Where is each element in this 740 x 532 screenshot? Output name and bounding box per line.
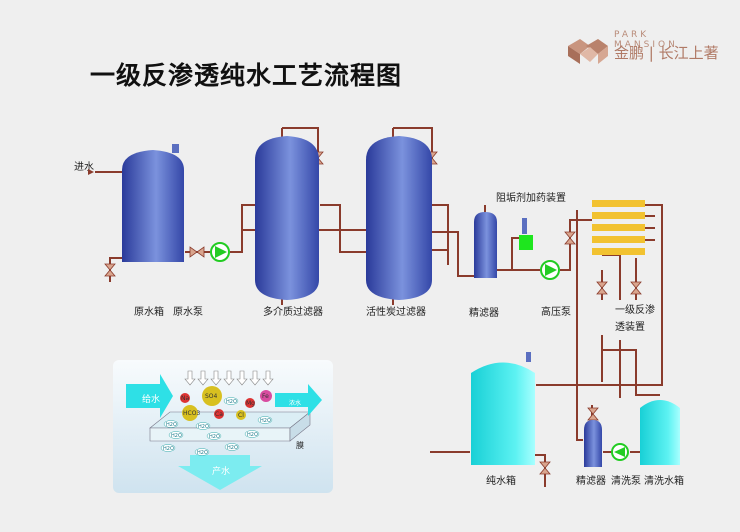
raw-water-tank bbox=[122, 144, 184, 262]
ion-h2o bbox=[257, 416, 273, 424]
ion-h2o bbox=[168, 431, 184, 439]
antiscalant-label: 阻垢剂加药装置 bbox=[496, 191, 566, 204]
ion-so4 bbox=[202, 386, 222, 406]
multimedia-filter-label: 多介质过滤器 bbox=[263, 305, 323, 318]
logo: PARK MANSION 金鹏 | 长江上著 bbox=[566, 30, 719, 70]
activated-carbon-filter bbox=[366, 136, 432, 300]
ro-principle-inset: 给水 浓水 膜 产水 Na SO4 Mg Fe HCO3 Ca Cl H2O H… bbox=[113, 360, 333, 493]
concentrate-label: 浓水 bbox=[289, 399, 301, 407]
ion-na-label: Na bbox=[181, 395, 189, 402]
valve-icon bbox=[630, 287, 642, 295]
logo-english: PARK MANSION bbox=[614, 30, 678, 50]
pure-tank-label: 纯水箱 bbox=[486, 474, 516, 487]
valve-icon bbox=[587, 413, 599, 421]
ion-hco3 bbox=[182, 405, 198, 421]
logo-chinese: 金鹏 | 长江上著 bbox=[614, 44, 719, 62]
precision-filter bbox=[474, 205, 497, 278]
valve-icon bbox=[596, 287, 608, 295]
feed-label: 给水 bbox=[142, 393, 160, 405]
page-title: 一级反渗透纯水工艺流程图 bbox=[90, 61, 403, 90]
ion-hco3-label: HCO3 bbox=[183, 410, 200, 417]
membrane-vessel bbox=[592, 224, 645, 231]
ion-ca-label: Ca bbox=[215, 411, 223, 418]
ion-fe-label: Fe bbox=[262, 393, 269, 400]
pipes bbox=[95, 127, 663, 487]
valve-icon bbox=[539, 461, 551, 469]
water-molecules: H2O H2O H2O H2O H2O H2O H2O H2O H2O H2O bbox=[160, 397, 273, 456]
product-label: 产水 bbox=[212, 465, 230, 477]
pump-icon bbox=[545, 264, 557, 276]
cleaning-water-tank bbox=[640, 400, 680, 465]
ion-h2o-label: H2O bbox=[209, 434, 220, 440]
valve-icon bbox=[104, 263, 116, 271]
ion-h2o bbox=[244, 430, 260, 438]
raw-water-pump[interactable] bbox=[210, 242, 230, 262]
pure-water-tank bbox=[471, 352, 535, 465]
clean-filter-label: 精滤器 bbox=[576, 474, 606, 487]
ion-h2o bbox=[206, 432, 222, 440]
ion-mg bbox=[245, 398, 255, 408]
raw-tank-label: 原水箱 bbox=[134, 305, 164, 318]
valve-icon bbox=[564, 237, 576, 245]
cleaning-precision-filter bbox=[584, 420, 602, 467]
clean-tank-label: 清洗水箱 bbox=[644, 474, 684, 487]
ro-unit-label-2: 透装置 bbox=[615, 320, 645, 333]
ion-h2o bbox=[163, 420, 179, 428]
ion-h2o bbox=[195, 422, 211, 430]
carbon-filter-label: 活性炭过滤器 bbox=[366, 305, 426, 318]
ion-h2o-label: H2O bbox=[260, 418, 271, 424]
ion-h2o-label: H2O bbox=[171, 433, 182, 439]
ion-h2o-label: H2O bbox=[163, 446, 174, 452]
multimedia-filter bbox=[255, 136, 319, 300]
valve-icon bbox=[104, 269, 116, 277]
pump-icon bbox=[215, 246, 227, 258]
ion-na bbox=[180, 393, 190, 403]
ro-membrane-unit bbox=[592, 200, 645, 255]
product-arrow-icon bbox=[178, 455, 262, 490]
pump-icon bbox=[614, 447, 625, 457]
clean-pump-label: 清洗泵 bbox=[611, 474, 641, 487]
ro-unit-label-1: 一级反渗 bbox=[615, 303, 655, 316]
logo-mark-icon bbox=[568, 39, 608, 64]
valve-icon bbox=[189, 246, 198, 258]
ion-h2o-label: H2O bbox=[227, 445, 238, 451]
ion-fe bbox=[260, 390, 272, 402]
ion-h2o bbox=[194, 448, 210, 456]
membrane-label: 膜 bbox=[296, 440, 304, 450]
valve-icon bbox=[587, 407, 599, 415]
ion-h2o-label: H2O bbox=[166, 422, 177, 428]
ion-cl-label: Cl bbox=[238, 412, 244, 419]
ion-h2o bbox=[223, 397, 239, 405]
membrane-vessel bbox=[592, 200, 645, 207]
antiscalant-dosing-device bbox=[519, 218, 533, 250]
membrane-vessel bbox=[592, 236, 645, 243]
concentrate-arrow-icon bbox=[275, 384, 322, 416]
inlet-arrow-icon bbox=[88, 169, 94, 175]
valve-icon bbox=[630, 281, 642, 289]
ion-h2o-label: H2O bbox=[247, 432, 258, 438]
ion-h2o bbox=[160, 444, 176, 452]
ion-h2o bbox=[224, 443, 240, 451]
ion-so4-label: SO4 bbox=[205, 393, 218, 400]
ion-mg-label: Mg bbox=[246, 400, 255, 407]
feed-arrow-icon bbox=[126, 374, 173, 418]
valve-icon bbox=[539, 467, 551, 475]
fine-filter-label: 精滤器 bbox=[469, 306, 499, 319]
high-pressure-pump[interactable] bbox=[540, 260, 560, 280]
valve-icon bbox=[564, 231, 576, 239]
ion-h2o-label: H2O bbox=[197, 450, 208, 456]
ion-h2o-label: H2O bbox=[198, 424, 209, 430]
ion-ca bbox=[214, 409, 224, 419]
membrane-vessel bbox=[592, 248, 645, 255]
membrane-vessel bbox=[592, 212, 645, 219]
hp-pump-label: 高压泵 bbox=[541, 305, 571, 318]
raw-pump-label: 原水泵 bbox=[173, 306, 203, 318]
cleaning-pump[interactable] bbox=[611, 443, 629, 461]
pressure-arrows bbox=[184, 370, 274, 386]
valve-icon bbox=[196, 246, 205, 258]
valve-icon bbox=[596, 281, 608, 289]
ion-cl bbox=[236, 410, 246, 420]
ion-h2o-label: H2O bbox=[226, 399, 237, 405]
